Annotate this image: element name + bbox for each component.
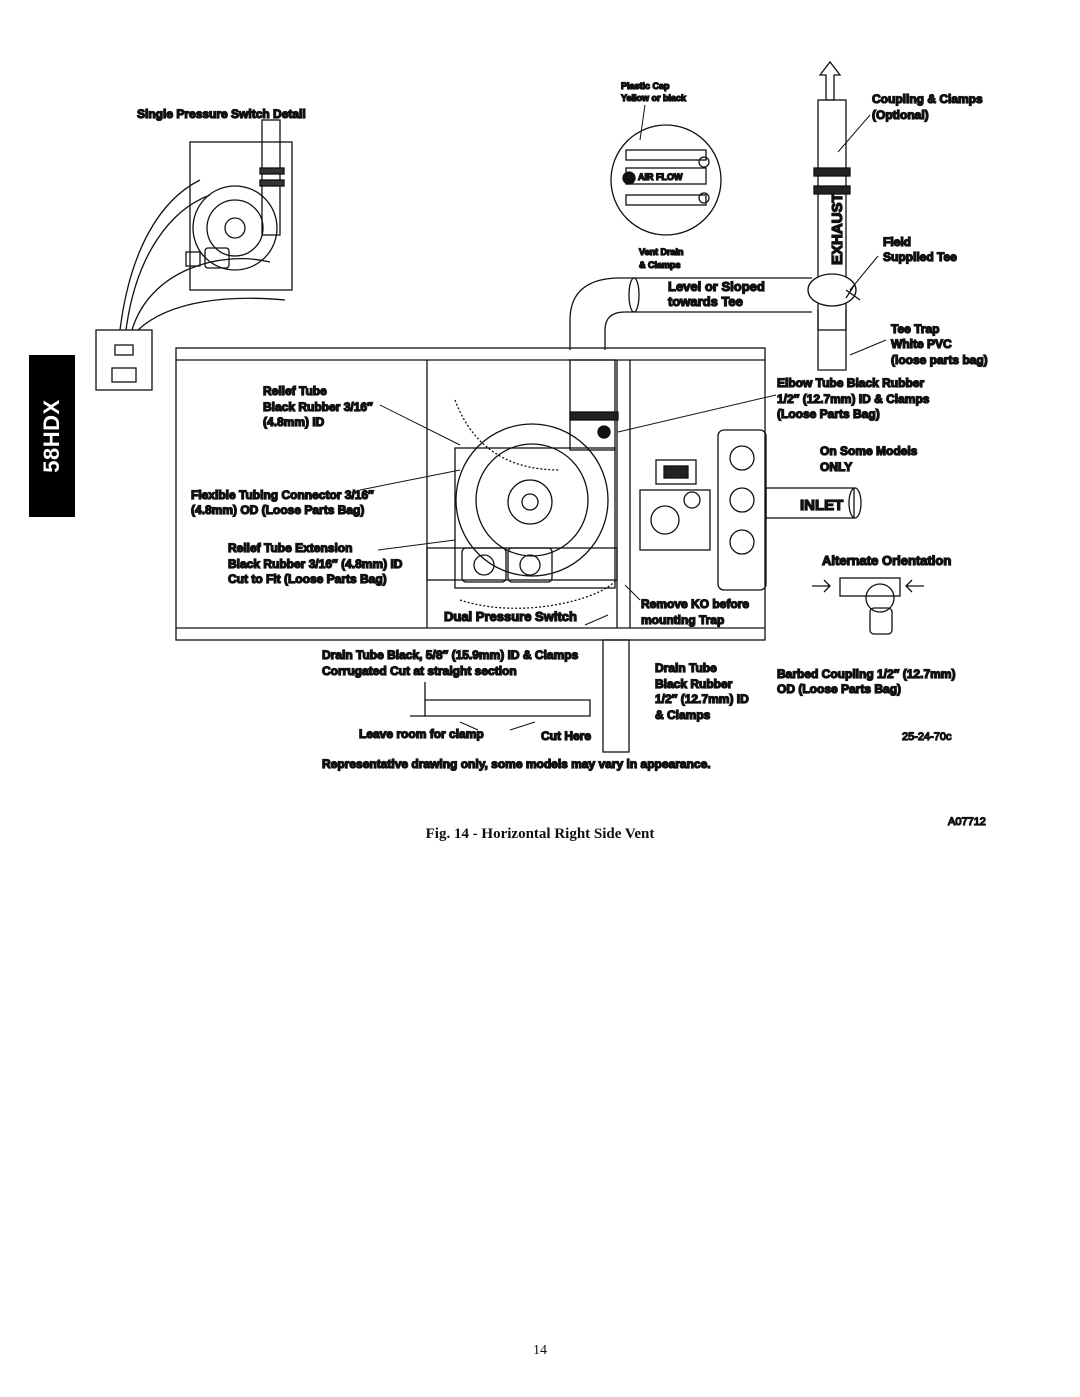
elbow-label-2: 1/2″ (12.7mm) ID & Clamps: [777, 392, 930, 406]
barbed-coupling-label-2: OD (Loose Parts Bag): [777, 682, 901, 696]
single-pressure-switch-title: Single Pressure Switch Detail: [137, 107, 306, 121]
relief-ext-label-1: Relief Tube Extension: [228, 541, 352, 555]
vent-drain-label-2: & Clamps: [639, 260, 681, 270]
leave-room-label: Leave room for clamp: [359, 727, 484, 741]
tee-trap-label-3: (loose parts bag): [891, 353, 988, 367]
remove-ko-label-1: Remove KO before: [641, 597, 749, 611]
flex-tubing-label-2: (4.8mm) OD (Loose Parts Bag): [191, 503, 364, 517]
plastic-cap-label-1: Plastic Cap: [621, 81, 670, 91]
exhaust-label: EXHAUST: [829, 193, 846, 265]
figure-code-1: 25-24-70c: [902, 731, 952, 743]
relief-tube-label-1: Relief Tube: [263, 384, 327, 398]
cut-here-label: Cut Here: [541, 729, 591, 743]
drain-tube-label-3: 1/2″ (12.7mm) ID: [655, 692, 749, 706]
barbed-coupling-label-1: Barbed Coupling 1/2″ (12.7mm): [777, 667, 955, 681]
relief-tube-label-3: (4.8mm) ID: [263, 415, 325, 429]
drain-tube-label-2: Black Rubber: [655, 677, 733, 691]
product-side-tab: 58HDX: [29, 355, 75, 517]
tee-trap-label-1: Tee Trap: [891, 322, 939, 336]
drain-tube: [410, 639, 630, 753]
drain-tube-label-4: & Clamps: [655, 708, 711, 722]
plastic-cap-detail: [610, 124, 722, 236]
flex-tubing-label-1: Flexible Tubing Connector 3/16″: [191, 488, 374, 502]
relief-ext-label-2: Black Rubber 3/16″ (4.8mm) ID: [228, 557, 403, 571]
vent-drain-label-1: Vent Drain: [639, 247, 684, 257]
remove-ko-label-2: mounting Trap: [641, 613, 724, 627]
level-label-1: Level or Sloped: [668, 279, 765, 294]
field-tee-label-2: Supplied Tee: [883, 250, 957, 264]
drain-black-label-2: Corrugated Cut at straight section: [322, 664, 517, 678]
plastic-cap-label-2: Yellow or black: [621, 93, 687, 103]
only-label: ONLY: [820, 460, 852, 474]
furnace-cabinet: [175, 347, 766, 641]
alternate-orientation-label: Alternate Orientation: [822, 553, 951, 568]
figure-code-2: A07712: [948, 816, 986, 828]
elbow-label-1: Elbow Tube Black Rubber: [777, 376, 924, 390]
inlet-label: INLET: [800, 497, 843, 514]
inducer-assembly: [454, 359, 619, 589]
gas-valve-burners: [639, 429, 862, 591]
page-number: 14: [533, 1343, 547, 1358]
representative-note: Representative drawing only, some models…: [322, 757, 711, 771]
coupling-label-2: (Optional): [872, 108, 929, 122]
field-tee-label-1: Field: [883, 235, 911, 249]
single-pressure-switch-detail: [95, 119, 293, 391]
alternate-orientation-tee: [812, 577, 924, 635]
relief-ext-label-3: Cut to Fit (Loose Parts Bag): [228, 572, 387, 586]
drain-black-label-1: Drain Tube Black, 5/8″ (15.9mm) ID & Cla…: [322, 648, 579, 662]
relief-tube-label-2: Black Rubber 3/16″: [263, 400, 373, 414]
elbow-label-3: (Loose Parts Bag): [777, 407, 880, 421]
on-some-models-label: On Some Models: [820, 444, 918, 458]
dual-pressure-switch-label: Dual Pressure Switch: [444, 609, 577, 624]
coupling-label-1: Coupling & Clamps: [872, 92, 983, 106]
air-flow-label: AIR FLOW: [638, 172, 683, 182]
level-pipe-elbow: [569, 277, 812, 350]
drain-tube-label-1: Drain Tube: [655, 661, 717, 675]
relief-tubes: [454, 399, 617, 609]
exhaust-pipe: [807, 60, 861, 371]
tee-trap-label-2: White PVC: [891, 337, 952, 351]
level-label-2: towards Tee: [668, 294, 743, 309]
figure-caption: Fig. 14 - Horizontal Right Side Vent: [425, 826, 655, 842]
leader-lines: [359, 104, 887, 731]
